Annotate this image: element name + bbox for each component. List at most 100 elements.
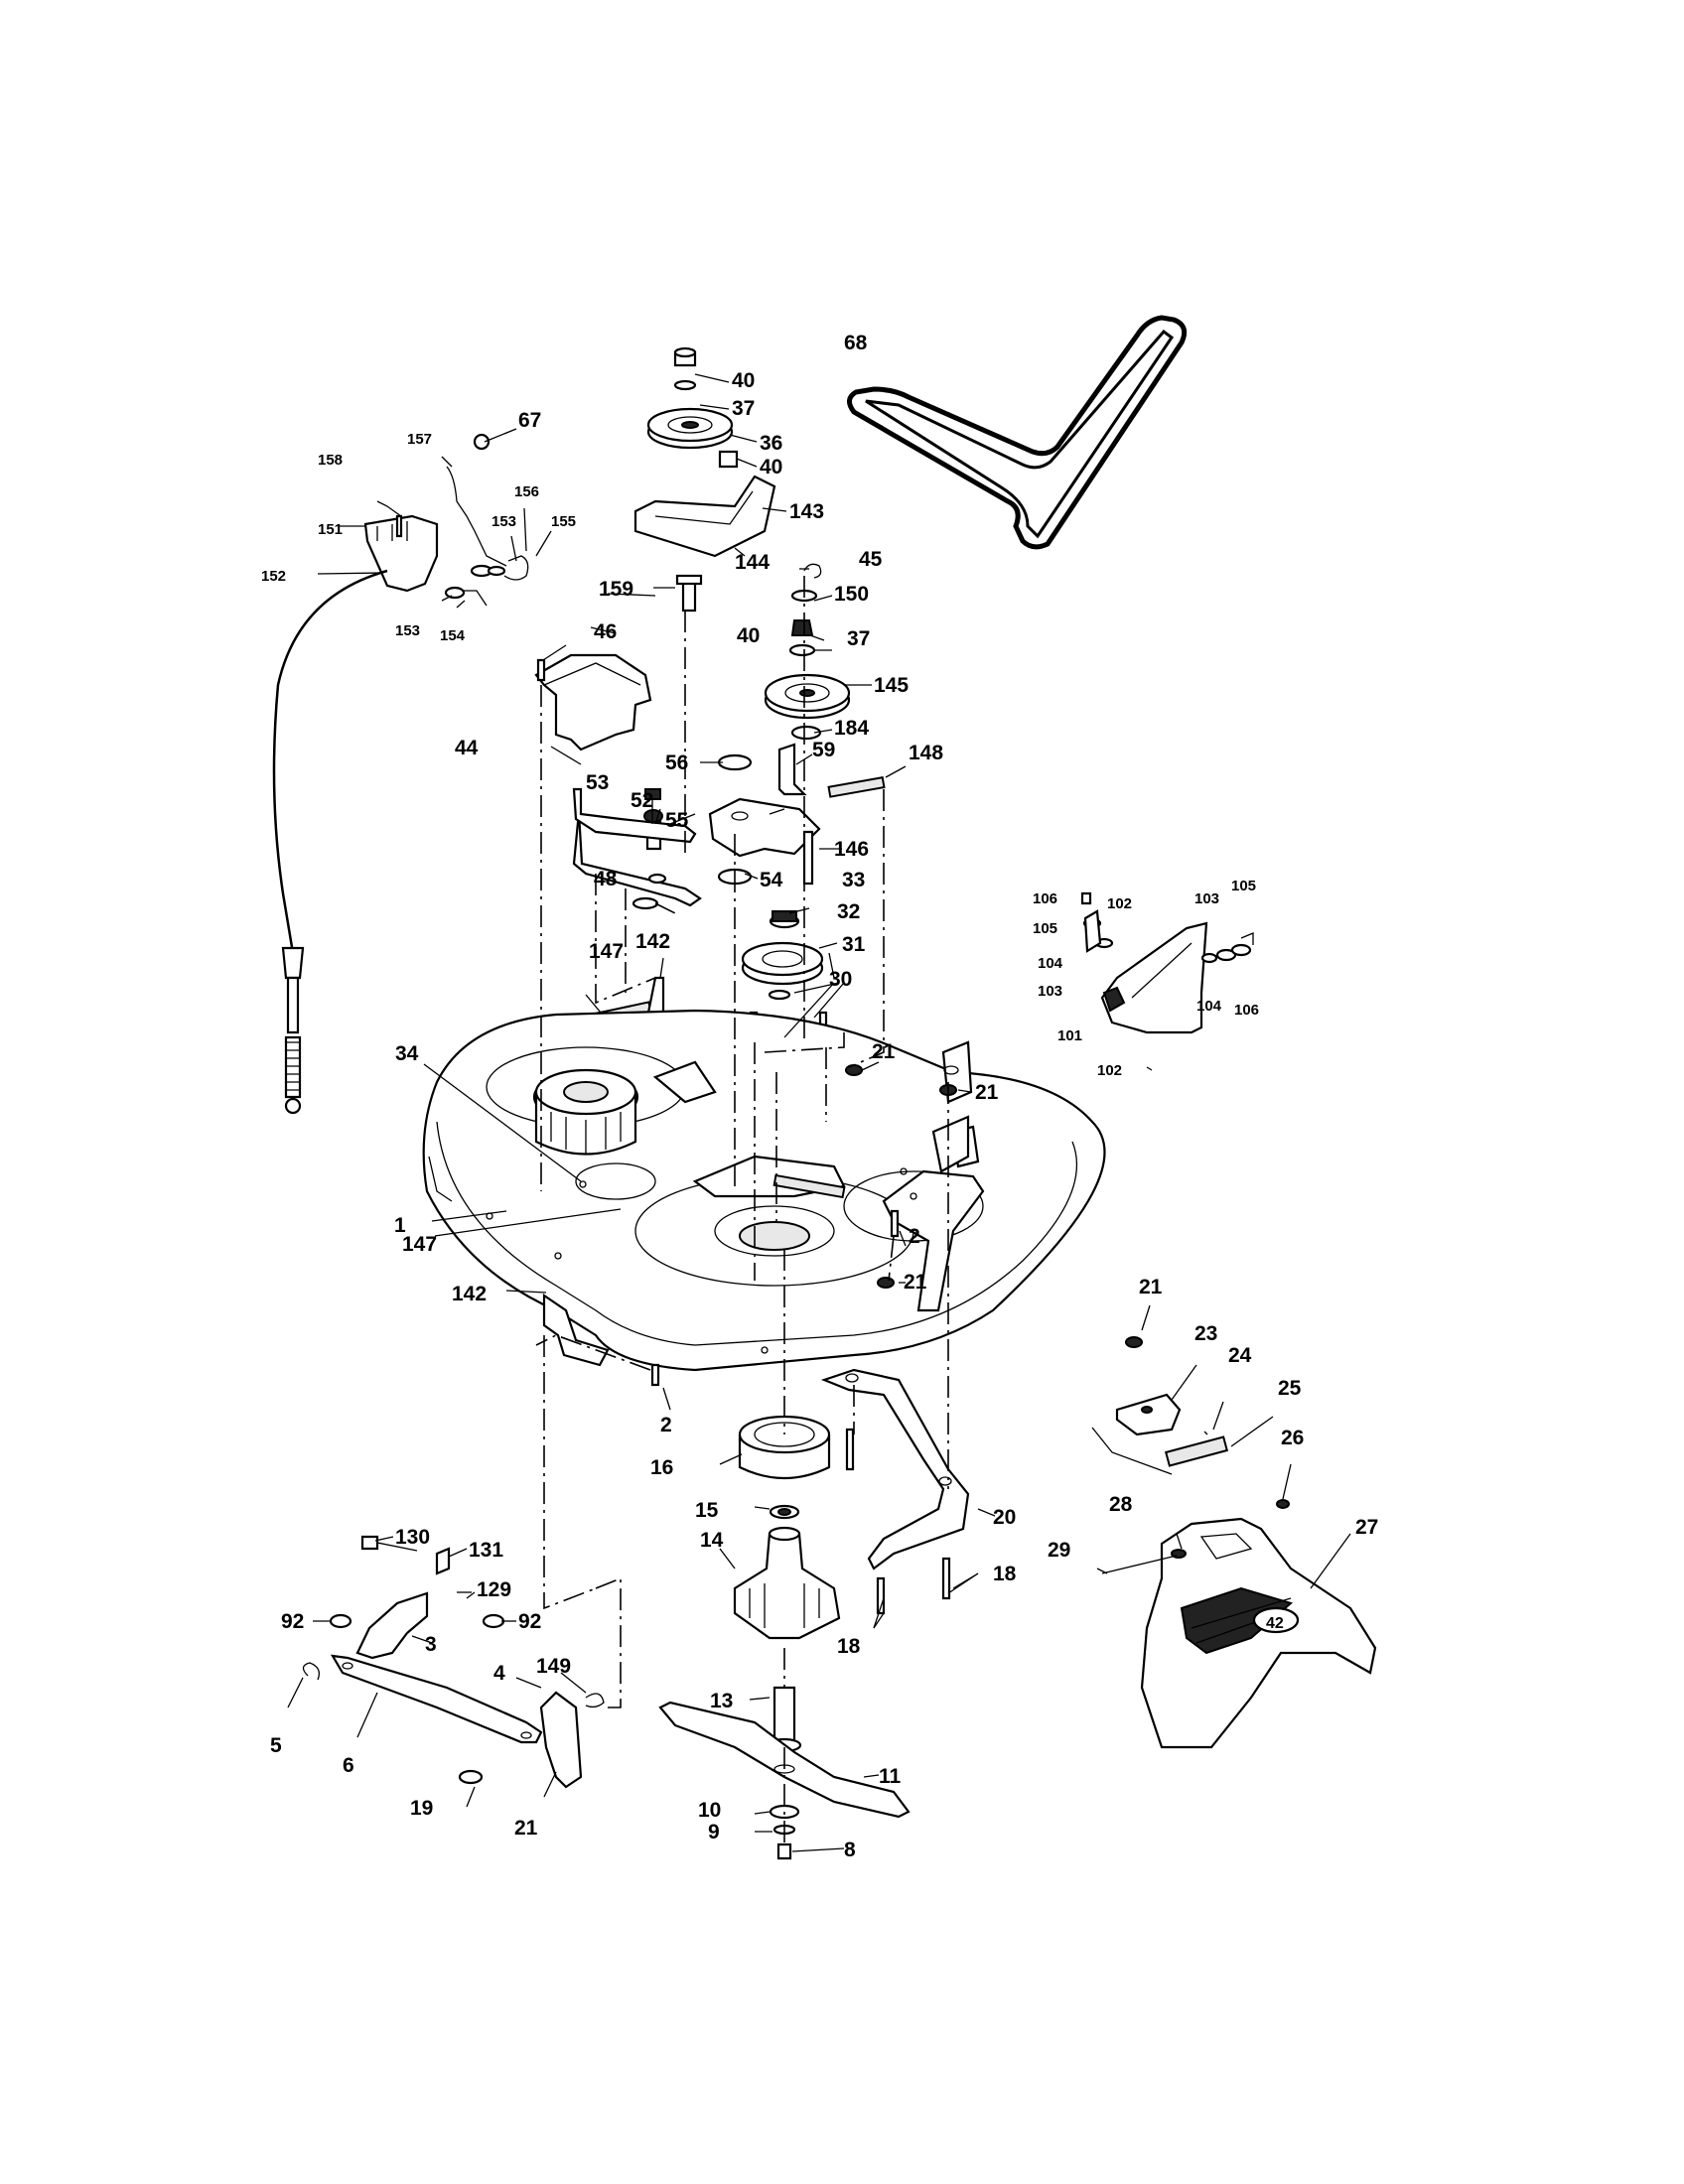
- engagement-lever-assembly: [272, 433, 529, 1115]
- belt-guard: [534, 653, 652, 751]
- callout-18a: 18: [993, 1563, 1017, 1585]
- callout-101: 101: [1057, 1027, 1082, 1044]
- shield-assembly: [1080, 891, 1254, 1071]
- callout-18b: 18: [837, 1635, 861, 1658]
- idler-bracket: [572, 787, 697, 910]
- callout-15: 15: [695, 1499, 719, 1522]
- callout-40a: 40: [732, 369, 755, 392]
- callout-32: 32: [837, 900, 860, 923]
- callout-53: 53: [586, 771, 609, 794]
- deflector-badge: 42: [1266, 1615, 1284, 1632]
- callout-104a: 104: [1038, 955, 1063, 972]
- callout-9: 9: [708, 1821, 720, 1843]
- callout-21a: 21: [872, 1040, 896, 1063]
- callout-146: 146: [834, 838, 869, 861]
- callout-142b: 142: [452, 1283, 487, 1305]
- callout-106a: 106: [1033, 890, 1057, 907]
- callout-147b: 147: [402, 1233, 437, 1256]
- callout-2b: 2: [660, 1414, 672, 1436]
- callout-21b: 21: [975, 1081, 999, 1104]
- callout-21c: 21: [904, 1271, 927, 1294]
- callout-145: 145: [874, 674, 909, 697]
- callout-40c: 40: [737, 624, 760, 647]
- callout-102a: 102: [1107, 895, 1132, 912]
- callout-105b: 105: [1231, 878, 1256, 894]
- lift-link: [820, 1368, 970, 1615]
- callout-106b: 106: [1234, 1002, 1259, 1019]
- callout-52: 52: [631, 789, 653, 812]
- callout-33: 33: [842, 869, 865, 891]
- callout-19: 19: [410, 1797, 433, 1820]
- callout-144: 144: [735, 551, 770, 574]
- callout-2a: 2: [909, 1225, 920, 1248]
- callout-148: 148: [909, 742, 943, 764]
- callout-45: 45: [859, 548, 883, 571]
- callout-143: 143: [789, 500, 824, 523]
- callout-156: 156: [514, 483, 539, 500]
- spindle-assembly: [733, 1415, 841, 1753]
- callout-13: 13: [710, 1690, 733, 1712]
- callout-23: 23: [1194, 1322, 1217, 1345]
- callout-130: 130: [395, 1526, 430, 1549]
- callout-16: 16: [650, 1456, 673, 1479]
- callout-30: 30: [829, 968, 852, 991]
- callout-25: 25: [1278, 1377, 1302, 1400]
- callout-21d: 21: [1139, 1276, 1163, 1298]
- callout-92a: 92: [281, 1610, 304, 1633]
- callout-44: 44: [455, 737, 479, 759]
- callout-104b: 104: [1196, 998, 1222, 1015]
- callout-184: 184: [834, 717, 869, 740]
- alignment-lines: [535, 576, 949, 1846]
- callout-103b: 103: [1194, 890, 1219, 907]
- callout-55: 55: [665, 809, 689, 832]
- callout-6: 6: [343, 1754, 354, 1777]
- callout-36: 36: [760, 432, 782, 455]
- callout-153a: 153: [491, 513, 516, 530]
- lift-bracket: [302, 1535, 605, 1789]
- discharge-deflector: 42: [1101, 1499, 1377, 1749]
- callout-142a: 142: [635, 930, 670, 953]
- callout-29: 29: [1048, 1539, 1070, 1562]
- callout-24: 24: [1228, 1344, 1252, 1367]
- callout-14: 14: [700, 1529, 724, 1552]
- callout-11: 11: [879, 1765, 902, 1788]
- callout-131: 131: [469, 1539, 503, 1562]
- callout-103a: 103: [1038, 983, 1062, 1000]
- callout-34: 34: [395, 1042, 419, 1065]
- callout-3: 3: [425, 1633, 437, 1656]
- callout-37b: 37: [847, 627, 870, 650]
- callout-105a: 105: [1033, 920, 1057, 937]
- callout-8: 8: [844, 1839, 856, 1861]
- callout-147a: 147: [589, 940, 624, 963]
- callout-68: 68: [844, 332, 868, 354]
- callout-40b: 40: [760, 456, 782, 478]
- callout-21e: 21: [514, 1817, 538, 1840]
- callout-labels: 1 2 2 3 4 5 6 8 9 10 11 13 14 15 16 18 1…: [261, 332, 1378, 1861]
- callout-157: 157: [407, 431, 432, 448]
- callout-1: 1: [394, 1214, 406, 1237]
- callout-92b: 92: [518, 1610, 541, 1633]
- callout-150: 150: [834, 583, 869, 606]
- idler-pulley-top: [633, 346, 776, 613]
- callout-5: 5: [270, 1734, 282, 1757]
- callout-151: 151: [318, 521, 343, 538]
- callout-159: 159: [599, 578, 633, 601]
- callout-59: 59: [812, 739, 835, 761]
- callout-48: 48: [594, 868, 618, 890]
- callout-129: 129: [477, 1578, 511, 1601]
- mower-belt: [847, 315, 1188, 550]
- callout-152: 152: [261, 568, 286, 585]
- mower-deck: [422, 1009, 1106, 1387]
- callout-28: 28: [1109, 1493, 1133, 1516]
- callout-153b: 153: [395, 622, 420, 639]
- callout-56: 56: [665, 751, 688, 774]
- callout-154: 154: [440, 627, 466, 644]
- callout-20: 20: [993, 1506, 1016, 1529]
- callout-158: 158: [318, 452, 343, 469]
- callout-54: 54: [760, 869, 783, 891]
- callout-46: 46: [594, 620, 617, 643]
- callout-26: 26: [1281, 1427, 1304, 1449]
- callout-102b: 102: [1097, 1062, 1122, 1079]
- callout-155: 155: [551, 513, 576, 530]
